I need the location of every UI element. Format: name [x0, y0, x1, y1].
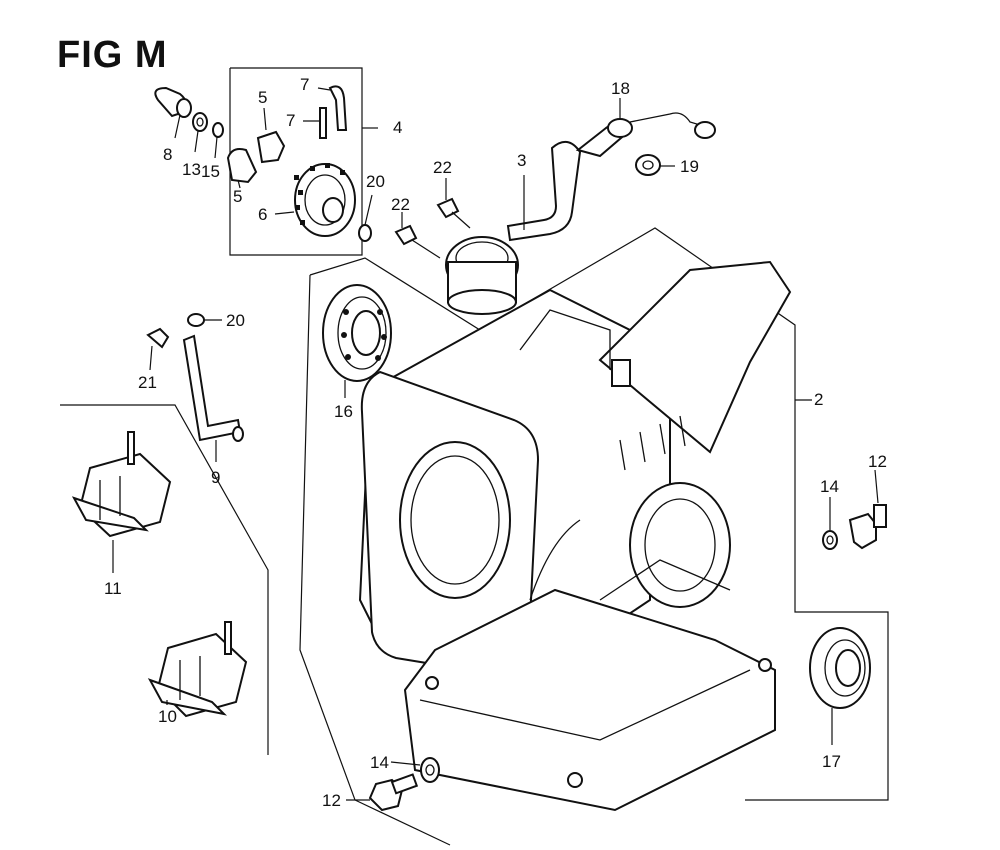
callout-14-right: 14 — [820, 477, 839, 496]
callout-5-top: 5 — [258, 88, 267, 107]
callout-22-top: 22 — [433, 158, 452, 177]
part-20-washer-upper — [358, 194, 373, 242]
callout-16: 16 — [334, 402, 353, 421]
callout-17: 17 — [822, 752, 841, 771]
callout-19: 19 — [680, 157, 699, 176]
part-14-washer-right — [822, 497, 838, 550]
figure-title: FIG M — [57, 34, 168, 76]
callout-18: 18 — [611, 79, 630, 98]
callout-5-bottom: 5 — [233, 187, 242, 206]
part-12-bolt-right — [848, 469, 887, 550]
callout-3: 3 — [517, 151, 526, 170]
callout-8: 8 — [163, 145, 172, 164]
callout-7-top: 7 — [300, 75, 309, 94]
part-18-oil-sensor-cable — [575, 98, 716, 158]
callout-6: 6 — [258, 205, 267, 224]
part-5-pump-cover — [226, 107, 286, 189]
part-7-pins — [303, 85, 348, 139]
callout-11: 11 — [104, 579, 122, 598]
callout-12-right: 12 — [868, 452, 887, 471]
part-12-bolt-bottom — [346, 773, 419, 812]
part-19-nut — [635, 154, 675, 176]
callout-22-left: 22 — [391, 195, 410, 214]
part-14-washer-bottom — [390, 757, 440, 783]
part-20-washer-lower — [187, 313, 222, 327]
callout-15: 15 — [201, 162, 220, 181]
part-10-engine-mount — [147, 621, 248, 718]
callout-7-mid: 7 — [286, 111, 295, 130]
callout-20-bottom: 20 — [226, 311, 245, 330]
callout-12-bottom: 12 — [322, 791, 341, 810]
part-13-washer — [192, 112, 208, 153]
callout-13: 13 — [182, 160, 201, 179]
callout-labels: 2 3 4 5 5 6 7 7 8 9 10 11 12 12 13 14 14… — [104, 75, 887, 810]
callout-10: 10 — [158, 707, 177, 726]
callout-9: 9 — [211, 468, 220, 487]
part-11-engine-mount — [71, 431, 172, 573]
part-15-washer — [212, 122, 224, 159]
part-17-oil-seal — [809, 627, 871, 745]
part-22-bolts — [394, 178, 471, 259]
callout-4: 4 — [393, 118, 402, 137]
part-2-crankcase — [358, 260, 792, 812]
part-3-breather-pipe — [445, 141, 582, 315]
part-8-plug-bolt — [154, 86, 192, 139]
callout-14-bottom: 14 — [370, 753, 389, 772]
part-9-drain-tube — [182, 334, 244, 462]
callout-2: 2 — [814, 390, 823, 409]
group-boundary-lines — [60, 67, 889, 846]
part-21-clip — [146, 327, 170, 371]
part-16-bearing — [322, 284, 392, 398]
callout-20-top: 20 — [366, 172, 385, 191]
callout-21: 21 — [138, 373, 157, 392]
part-6-pump-gear — [274, 163, 356, 237]
